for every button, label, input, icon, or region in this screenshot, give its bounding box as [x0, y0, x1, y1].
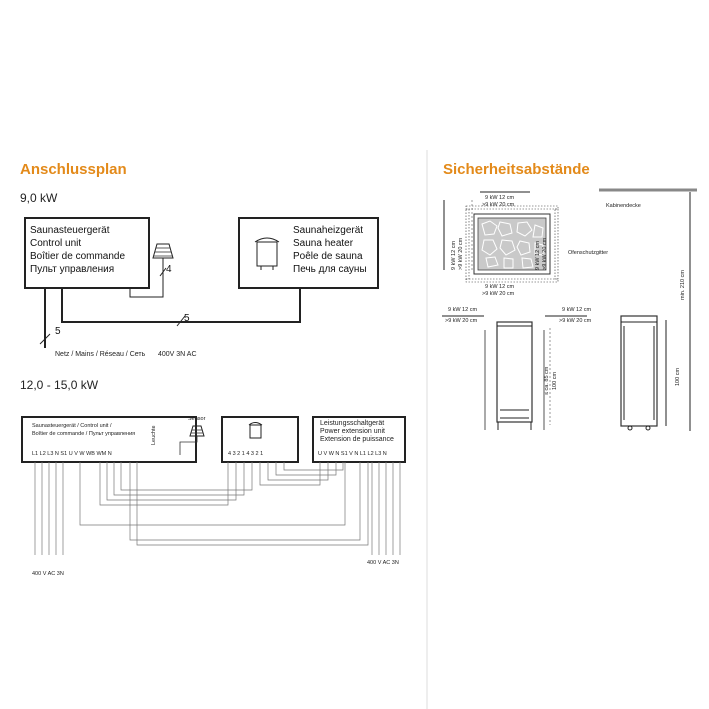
left-dim-b: >9 kW 20 cm	[458, 237, 464, 270]
mains-voltage: 400V 3N AC	[158, 351, 197, 358]
mains-label: Netz / Mains / Réseau / Сеть	[55, 351, 146, 358]
heater-front-view	[484, 321, 545, 430]
heater2-terminals: 4 3 2 1 4 3 2 1	[228, 451, 263, 457]
sensor2-label: Sensor	[188, 416, 206, 422]
heater-wire-count: 5	[184, 313, 190, 324]
height-b: 100 cm	[552, 372, 558, 390]
heater-box: Saunaheizgerät Sauna heater Poêle de sau…	[238, 217, 379, 289]
bottom-dim-b: >9 kW 20 cm	[482, 291, 515, 297]
cu-line-1: Saunasteuergerät	[30, 225, 110, 236]
cu2-line-2: Boîtier de commande / Пульт управления	[32, 431, 135, 437]
bottom-dim-a: 9 kW 12 cm	[485, 284, 514, 290]
sensor-icon	[152, 243, 174, 264]
sensor-wire-count: 4	[166, 264, 172, 275]
side-dim-right-a: 9 kW 12 cm	[562, 307, 591, 313]
heater-wire	[61, 288, 301, 323]
min-height-label: min. 210 cm	[680, 270, 686, 300]
heater-side-view	[620, 315, 658, 431]
extension-box: Leistungsschaltgerät Power extension uni…	[312, 416, 406, 463]
right-title: Sicherheitsabstände	[443, 161, 590, 178]
ext-line-1: Leistungsschaltgerät	[320, 420, 384, 427]
side-dim-left-a: 9 kW 12 cm	[448, 307, 477, 313]
heater-line-3: Poêle de sauna	[293, 251, 363, 262]
heater-line-1: Saunaheizgerät	[293, 225, 363, 236]
cu-line-2: Control unit	[30, 238, 81, 249]
control-unit-box: Saunasteuergerät Control unit Boîtier de…	[24, 217, 150, 289]
ext-line-3: Extension de puissance	[320, 436, 394, 443]
cu2-line-1: Saunasteuergerät / Control unit /	[32, 423, 112, 429]
ceiling-label: Kabinendecke	[606, 203, 641, 209]
voltage-left: 400 V AC 3N	[32, 571, 64, 577]
left-title: Anschlussplan	[20, 161, 127, 178]
voltage-right: 400 V AC 3N	[367, 560, 399, 566]
sensor2-wire	[179, 436, 198, 455]
sensor-wire-tick	[159, 267, 167, 277]
wiring-bundle	[34, 462, 401, 555]
control-unit-box-2: Saunasteuergerät / Control unit / Boîtie…	[21, 416, 197, 463]
top-dim-a: 9 kW 12 cm	[485, 195, 514, 201]
right-dim-b: >9 kW 20 cm	[542, 237, 548, 270]
heater2-icon	[248, 422, 263, 439]
heater-top-view	[465, 205, 559, 283]
sensor2-icon	[189, 425, 205, 437]
cu2-terminals: L1 L2 L3 N S1 U V W WB WM N	[32, 451, 112, 457]
guard-label: Ofenschutzgitter	[568, 250, 608, 256]
cu-line-3: Boîtier de commande	[30, 251, 125, 262]
ext-line-2: Power extension unit	[320, 428, 385, 435]
sensor-wire	[129, 264, 164, 298]
height-a: ≤ ca. 85 cm	[544, 366, 550, 395]
heater-line-4: Печь для сауны	[293, 264, 367, 275]
heater-line-2: Sauna heater	[293, 238, 354, 249]
power-12-15kw: 12,0 - 15,0 kW	[20, 378, 99, 392]
left-dim-a: 9 kW 12 cm	[451, 241, 457, 270]
top-dim-b: >9 kW 20 cm	[482, 202, 515, 208]
heater-icon	[254, 237, 280, 270]
cu-line-4: Пульт управления	[30, 264, 114, 275]
power-9kw: 9,0 kW	[20, 191, 58, 205]
height-c: 100 cm	[675, 368, 681, 386]
heater-wire-tick	[176, 315, 186, 327]
lamp-terminal-label: Leuchte	[151, 425, 157, 445]
side-dim-right-b: >9 kW 20 cm	[559, 318, 592, 324]
ext-terminals: U V W N S1 V N L1 L2 L3 N	[318, 451, 387, 457]
side-dim-left-b: >9 kW 20 cm	[445, 318, 478, 324]
mains-wire-count: 5	[55, 326, 61, 337]
heater-box-2: 4 3 2 1 4 3 2 1	[221, 416, 299, 463]
right-dim-a: 9 kW 12 cm	[535, 241, 541, 270]
mains-wire-tick	[39, 333, 51, 345]
